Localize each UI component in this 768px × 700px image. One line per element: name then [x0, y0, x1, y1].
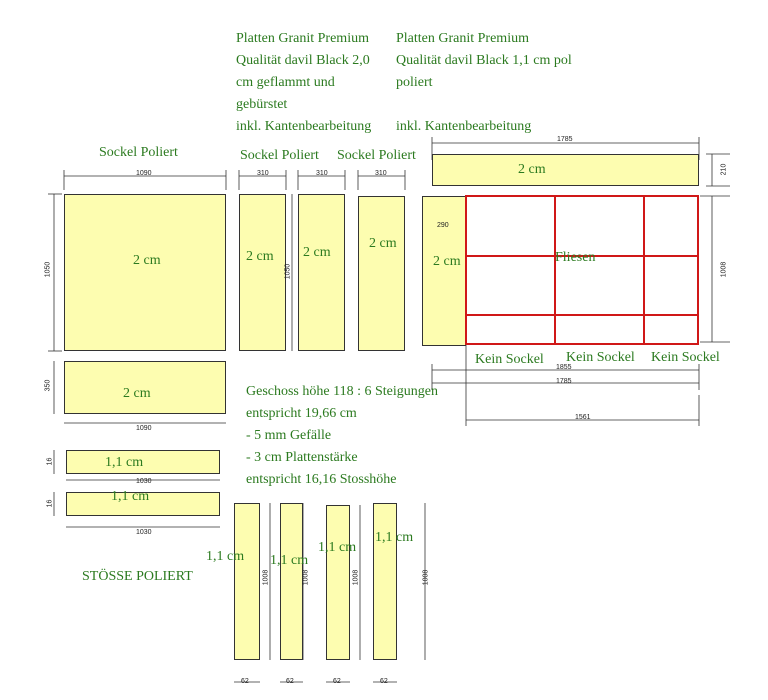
dim-bottom-2: 1785 [556, 378, 572, 385]
tile-grid [465, 195, 699, 345]
panel-2: 2 cm [298, 194, 345, 351]
panel-vertical-3 [326, 505, 350, 660]
panel-vertical-3-label: 1,1 cm [318, 540, 357, 555]
panel-vertical-2 [280, 503, 303, 660]
panel-top-right-label: 2 cm [518, 162, 546, 177]
fliesen-label: Fliesen [555, 250, 596, 265]
kein-sockel-label-1: Kein Sockel [475, 352, 544, 367]
panel-bar-2: 1,1 cm [66, 489, 220, 516]
panel-top-right: 2 cm [432, 154, 699, 186]
panel-vertical-1 [234, 503, 260, 660]
dim-bottom-1: 1855 [556, 364, 572, 371]
dim-tr-height: 210 [720, 163, 728, 176]
dim-v1-height: 1008 [262, 569, 270, 586]
notes-text: Geschoss höhe 118 : 6 Steigungen entspri… [246, 384, 438, 487]
dim-v2-width: 62 [286, 678, 294, 685]
panel-vertical-1-label: 1,1 cm [206, 549, 245, 564]
dim-tr-width: 1785 [557, 136, 573, 143]
sockel-label-3: Sockel Poliert [337, 148, 416, 163]
dim-v1-width: 62 [241, 678, 249, 685]
sockel-label-2: Sockel Poliert [240, 148, 319, 163]
panel-3-label: 2 cm [369, 236, 397, 251]
panel-big-label: 2 cm [133, 253, 161, 268]
dim-step-width: 1090 [136, 425, 152, 432]
dim-v3-height: 1008 [352, 569, 360, 586]
sockel-label-1: Sockel Poliert [99, 145, 178, 160]
material-left-text: Platten Granit Premium Qualität davil Bl… [236, 31, 372, 134]
panel-step: 2 cm [64, 361, 226, 414]
dim-grid-height: 1008 [720, 261, 728, 278]
kein-sockel-label-2: Kein Sockel [566, 350, 635, 365]
dim-bar1-width: 1030 [136, 478, 152, 485]
panel-1: 2 cm [239, 194, 286, 351]
dim-p2-width: 310 [316, 170, 328, 177]
panel-bar-1: 1,1 cm [66, 450, 220, 474]
dim-v4-width: 62 [380, 678, 388, 685]
dim-step-height: 350 [44, 379, 52, 392]
panel-vertical-4 [373, 503, 397, 660]
dim-v2-height: 1008 [302, 569, 310, 586]
dim-p3-width: 310 [375, 170, 387, 177]
dim-v4-height: 1008 [422, 569, 430, 586]
dim-p1-width: 310 [257, 170, 269, 177]
panel-bar-2-label: 1,1 cm [111, 489, 150, 504]
dim-big-width: 1090 [136, 170, 152, 177]
panel-bar-1-label: 1,1 cm [105, 455, 144, 470]
dim-bar2-height: 16 [46, 499, 54, 508]
dim-v3-width: 62 [333, 678, 341, 685]
dim-lr-width: 290 [437, 222, 449, 229]
dim-bar1-height: 16 [46, 457, 54, 466]
dim-p1-height: 1050 [284, 263, 292, 280]
dim-bar2-width: 1030 [136, 529, 152, 536]
panel-step-label: 2 cm [123, 386, 151, 401]
stoesse-label: STÖSSE POLIERT [82, 569, 193, 584]
panel-left-right: 2 cm [422, 196, 466, 346]
panel-left-right-label: 2 cm [433, 254, 461, 269]
material-right-text: Platten Granit Premium Qualität davil Bl… [396, 31, 572, 134]
panel-3: 2 cm [358, 196, 405, 351]
panel-2-label: 2 cm [303, 245, 331, 260]
panel-big: 2 cm [64, 194, 226, 351]
kein-sockel-label-3: Kein Sockel [651, 350, 720, 365]
dim-big-height: 1050 [44, 261, 52, 278]
panel-1-label: 2 cm [246, 249, 274, 264]
dim-bottom-3: 1561 [575, 414, 591, 421]
panel-vertical-2-label: 1,1 cm [270, 553, 309, 568]
panel-vertical-4-label: 1,1 cm [375, 530, 414, 545]
